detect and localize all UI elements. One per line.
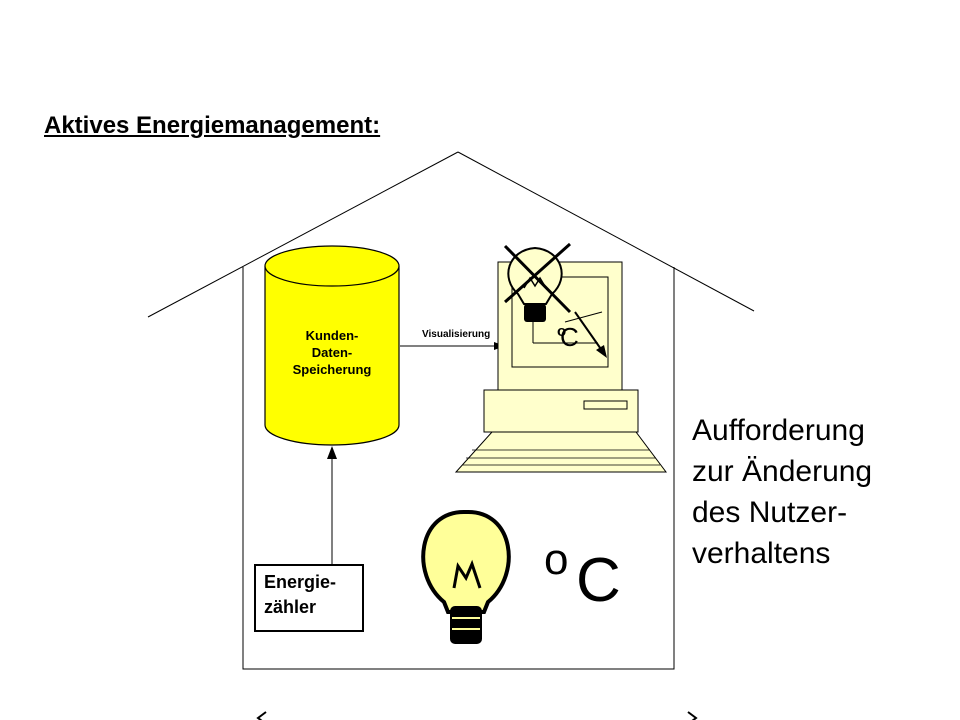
monitor-temperature-unit: C <box>560 322 579 352</box>
visualization-label: Visualisierung <box>422 329 491 340</box>
meter-label-line: Energie- <box>264 572 337 592</box>
room-temperature-unit: C <box>576 546 621 615</box>
visualization-arrow <box>400 342 505 350</box>
callout-line: zur Änderung <box>692 455 873 488</box>
computer-icon <box>454 261 667 473</box>
meter-to-database-arrow <box>327 446 337 564</box>
callout-line: des Nutzer- <box>692 496 848 529</box>
database-cylinder <box>264 245 400 446</box>
database-label-line: Speicherung <box>292 362 372 377</box>
bottom-arrow-marks <box>256 711 698 720</box>
crossed-lightbulb-icon <box>503 242 572 322</box>
behavior-change-callout: Aufforderung zur Änderung des Nutzer- ve… <box>692 410 872 574</box>
database-label-line: Daten- <box>311 345 353 360</box>
database-label: Kunden- Daten- Speicherung <box>265 327 399 378</box>
database-label-line: Kunden- <box>305 328 359 343</box>
page-title: Aktives Energiemanagement: <box>44 112 381 139</box>
meter-label-line: zähler <box>264 597 317 617</box>
callout-line: Aufforderung <box>692 414 865 447</box>
house-walls <box>242 267 675 670</box>
monitor-degree-symbol: o <box>557 323 567 340</box>
lightbulb-icon <box>421 509 511 644</box>
room-degree-symbol: o <box>544 535 569 584</box>
house-roof <box>147 151 755 318</box>
callout-line: verhaltens <box>692 537 831 570</box>
energy-meter-box: Energie- zähler <box>254 564 364 632</box>
